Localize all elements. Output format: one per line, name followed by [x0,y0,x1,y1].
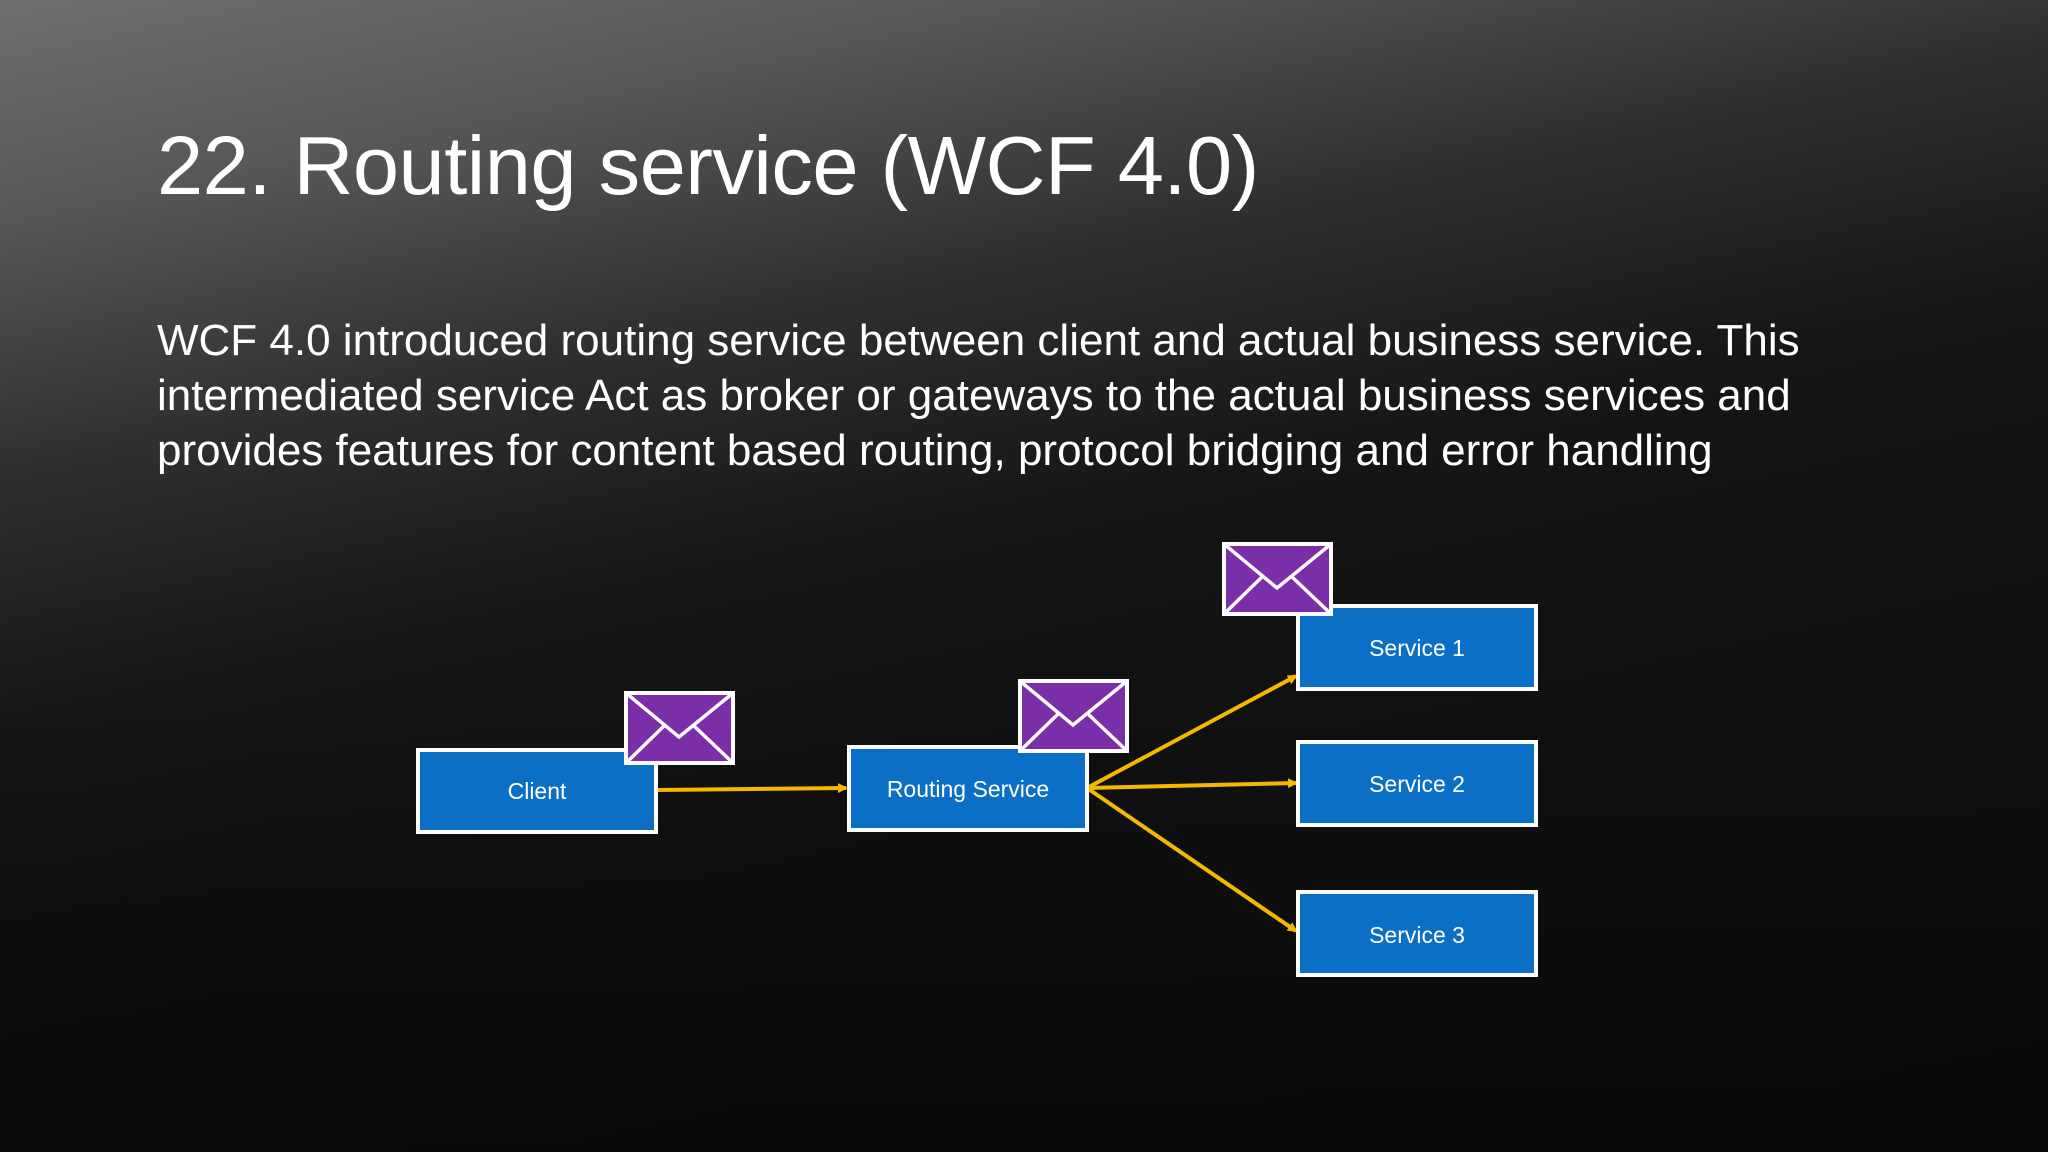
service-3-label: Service 3 [1369,922,1465,948]
client-label: Client [508,778,567,804]
client-node: Client [416,748,658,834]
routing-service-label: Routing Service [887,776,1049,802]
service-1-node: Service 1 [1296,604,1538,691]
envelope-icon [1018,679,1129,753]
slide-title: 22. Routing service (WCF 4.0) [157,119,1259,212]
slide-body-text: WCF 4.0 introduced routing service betwe… [157,316,1800,475]
edge-client-to-routing [656,783,848,794]
edge-routing-to-service-3 [1085,786,1298,933]
envelope-icon [624,691,735,765]
edge-routing-to-service-2 [1086,778,1298,790]
service-2-label: Service 2 [1369,771,1465,797]
service-1-label: Service 1 [1369,635,1465,661]
envelope-icon [1222,542,1333,616]
routing-service-node: Routing Service [847,745,1089,832]
edge-routing-to-service-1 [1086,674,1298,790]
service-2-node: Service 2 [1296,740,1538,827]
service-3-node: Service 3 [1296,890,1538,977]
